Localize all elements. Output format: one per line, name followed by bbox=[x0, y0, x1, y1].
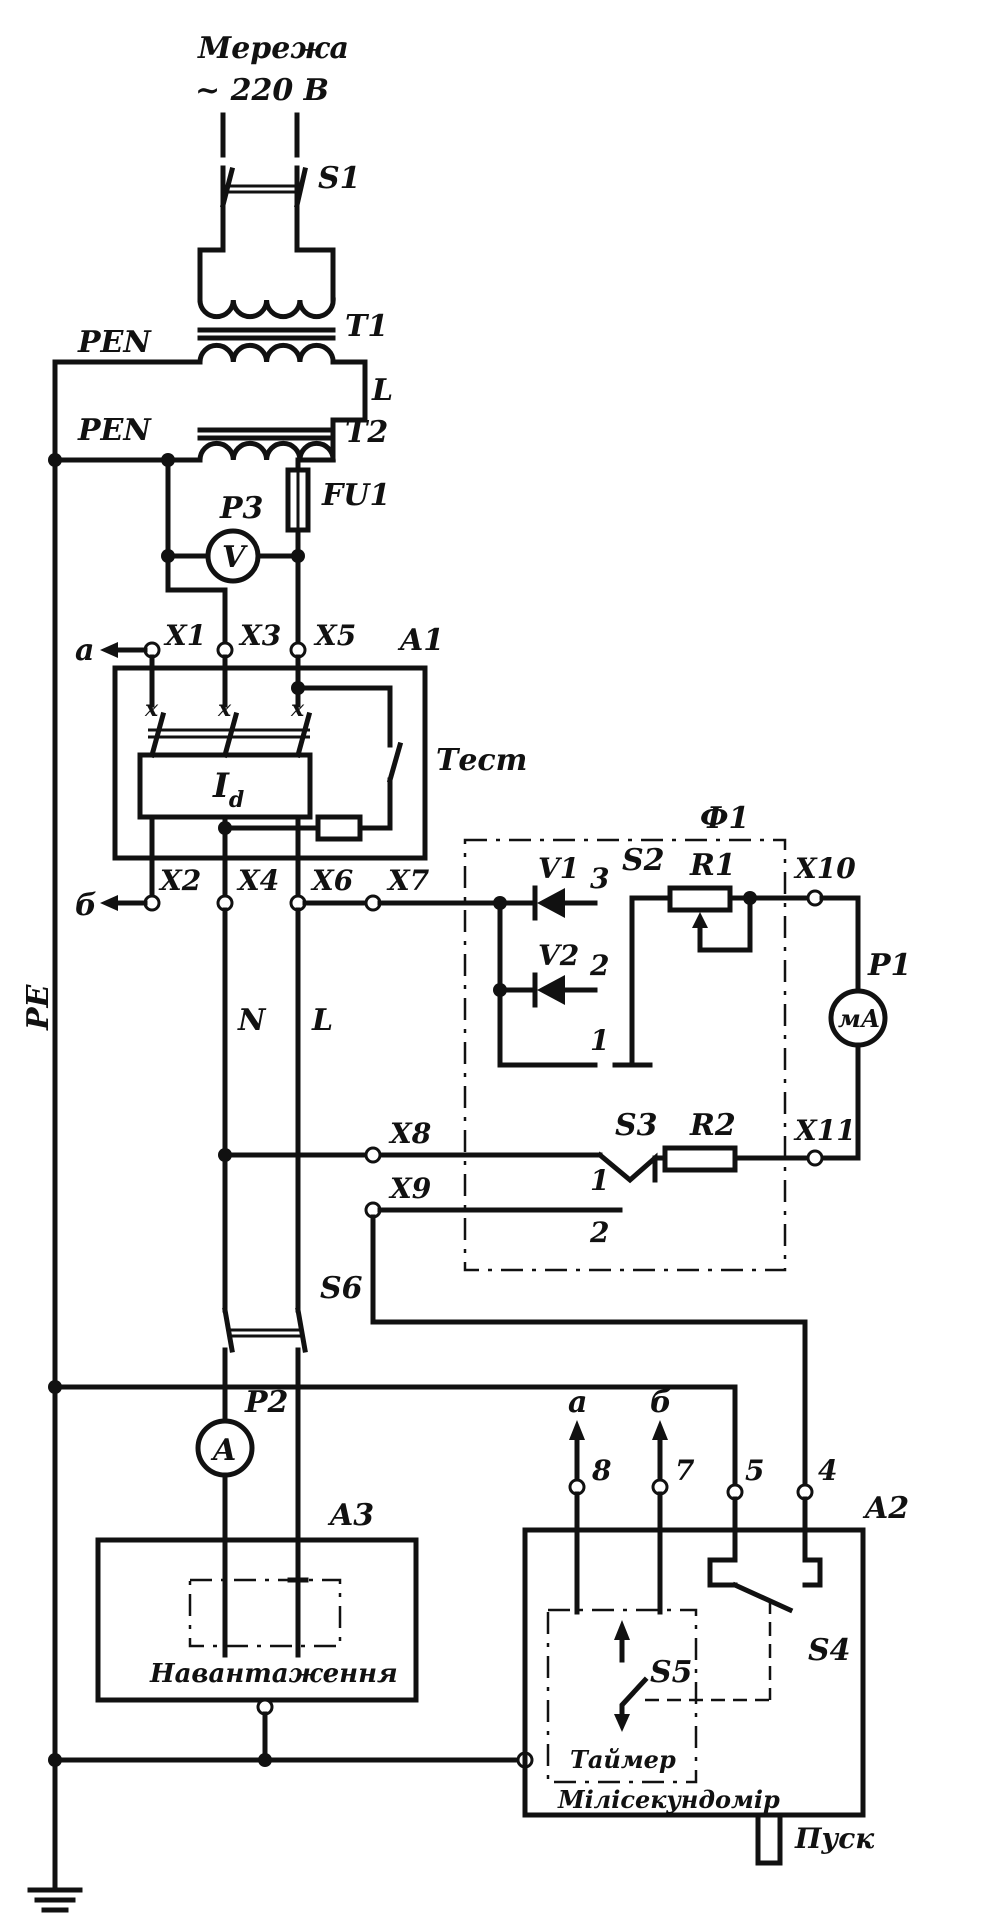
label-x3: X3 bbox=[238, 619, 281, 652]
label-x8: X8 bbox=[388, 1117, 431, 1150]
junction-pe-pen bbox=[48, 453, 62, 467]
voltmeter-p3: V P3 bbox=[165, 491, 301, 584]
svg-text:x: x bbox=[217, 696, 232, 722]
label-p1: P1 bbox=[867, 948, 911, 983]
label-t5: 5 bbox=[745, 1454, 764, 1487]
label-s1: S1 bbox=[318, 161, 361, 196]
label-f1: Ф1 bbox=[700, 801, 749, 836]
label-s5: S5 bbox=[650, 1655, 693, 1690]
label-n3: 3 bbox=[590, 862, 609, 895]
label-x2: X2 bbox=[158, 864, 201, 897]
label-ma: мА bbox=[838, 1004, 880, 1033]
label-r2: R2 bbox=[689, 1108, 736, 1143]
milliammeter-p1: мА P1 bbox=[828, 948, 911, 1048]
label-a-top: а bbox=[75, 633, 94, 668]
label-v1: V1 bbox=[538, 852, 579, 885]
ammeter-p2: A P2 bbox=[195, 1385, 288, 1658]
label-pen-top: PEN bbox=[77, 325, 152, 360]
label-t8: 8 bbox=[591, 1454, 611, 1487]
label-amm: A bbox=[210, 1433, 236, 1468]
switch-s1: S1 bbox=[219, 161, 361, 209]
load-a3: A3 Навантаження bbox=[95, 1498, 419, 1716]
label-x7: X7 bbox=[386, 864, 430, 897]
n-supply-wire bbox=[165, 457, 228, 648]
label-s3-1: 1 bbox=[590, 1164, 609, 1197]
label-a1: A1 bbox=[397, 623, 444, 658]
label-n1: 1 bbox=[590, 1024, 609, 1057]
mains-supply: Мережа ~ 220 В bbox=[195, 31, 349, 158]
label-fu1: FU1 bbox=[321, 478, 390, 513]
label-t1: T1 bbox=[345, 309, 388, 344]
label-load: Навантаження bbox=[149, 1659, 398, 1689]
label-x9: X9 bbox=[388, 1172, 431, 1205]
label-l-top: L bbox=[371, 373, 393, 408]
label-a2: A2 bbox=[862, 1491, 909, 1526]
label-a3: A3 bbox=[327, 1498, 374, 1533]
pe-to-a2-wire bbox=[52, 1384, 738, 1488]
label-pen-bottom: PEN bbox=[77, 413, 152, 448]
label-x11: X11 bbox=[793, 1114, 856, 1147]
label-test: Тест bbox=[436, 743, 527, 778]
terminal-x11 bbox=[806, 1149, 824, 1167]
label-v2: V2 bbox=[538, 939, 579, 972]
label-l: L bbox=[311, 1003, 333, 1038]
label-start: Пуск bbox=[794, 1822, 875, 1855]
label-s3: S3 bbox=[615, 1108, 658, 1143]
label-n: N bbox=[237, 1003, 267, 1038]
transformer-t1: T1 PEN bbox=[77, 202, 388, 365]
label-s6: S6 bbox=[320, 1271, 363, 1306]
transformer-t2: T2 PEN bbox=[77, 413, 388, 463]
label-x10: X10 bbox=[793, 852, 856, 885]
start-button-symbol bbox=[755, 1812, 783, 1866]
label-b-top: б bbox=[75, 888, 97, 923]
label-v: V bbox=[222, 540, 248, 575]
terminal-x8 bbox=[364, 1146, 382, 1164]
l-link-wire bbox=[330, 359, 368, 423]
label-p3: P3 bbox=[219, 491, 263, 526]
label-t4: 4 bbox=[818, 1454, 837, 1487]
label-a-bot: а bbox=[568, 1385, 587, 1420]
svg-text:x: x bbox=[290, 696, 305, 722]
label-s4: S4 bbox=[808, 1633, 851, 1668]
label-timer: Таймер bbox=[570, 1745, 676, 1774]
rcd-a1: X1 X3 X5 A1 а x x x Id Тест bbox=[75, 619, 527, 923]
label-pe: PE bbox=[21, 983, 56, 1031]
msec-timer-a2: а б 8 7 5 4 A2 S4 S5 Таймер Мілісекундом… bbox=[522, 1385, 909, 1866]
label-id: Id bbox=[212, 766, 244, 813]
label-t7: 7 bbox=[675, 1454, 695, 1487]
ground-symbol bbox=[27, 1887, 83, 1913]
label-network: Мережа bbox=[197, 31, 349, 66]
label-msec: Мілісекундомір bbox=[557, 1785, 780, 1814]
label-x4: X4 bbox=[236, 864, 279, 897]
label-voltage: ~ 220 В bbox=[195, 73, 329, 108]
label-x5: X5 bbox=[313, 619, 356, 652]
unit-f1: Ф1 V1 3 V2 2 1 S2 R1 bbox=[370, 801, 811, 1272]
label-n2: 2 bbox=[589, 949, 609, 982]
svg-text:x: x bbox=[144, 696, 159, 722]
label-r1: R1 bbox=[689, 848, 736, 883]
label-t2: T2 bbox=[345, 415, 388, 450]
label-p2: P2 bbox=[244, 1385, 288, 1420]
label-x1: X1 bbox=[163, 619, 206, 652]
label-s2: S2 bbox=[622, 843, 665, 878]
label-s3-2: 2 bbox=[589, 1216, 609, 1249]
label-x6: X6 bbox=[310, 864, 353, 897]
label-b-bot: б bbox=[650, 1385, 672, 1420]
